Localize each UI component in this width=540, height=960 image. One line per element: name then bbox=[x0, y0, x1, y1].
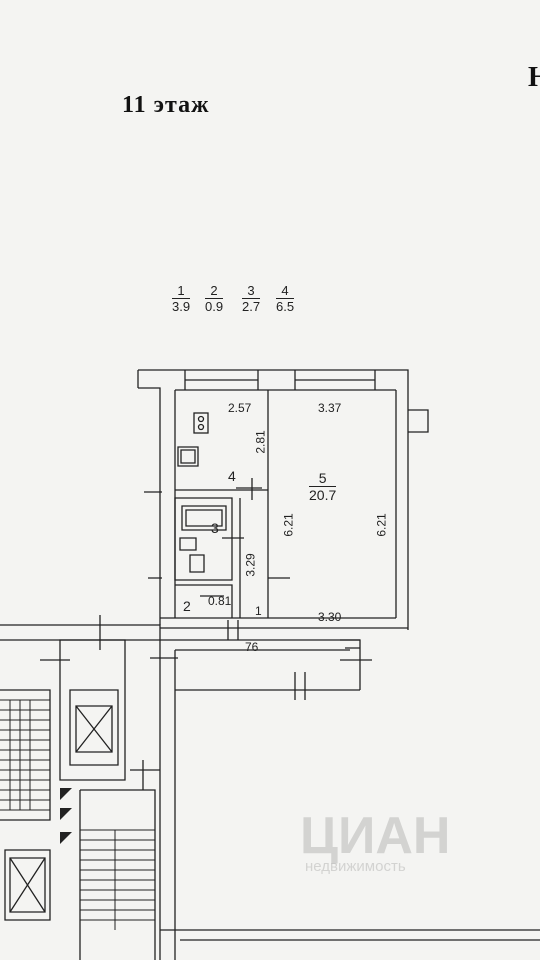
dim-bath-length: 3.29 bbox=[243, 553, 258, 577]
legend-item: 3 2.7 bbox=[242, 283, 261, 314]
washbasin bbox=[179, 537, 197, 551]
legend-item: 2 0.9 bbox=[205, 283, 224, 314]
room-5-label: 5 20.7 bbox=[309, 470, 337, 503]
dim-living-bottom: 3.30 bbox=[318, 610, 342, 624]
dim-living-right-height: 6.21 bbox=[374, 513, 389, 537]
kitchen-walls bbox=[174, 390, 269, 618]
dim-living-top: 3.37 bbox=[318, 401, 342, 415]
dim-corridor: 76 bbox=[245, 640, 259, 654]
stair-treads-left bbox=[0, 699, 50, 811]
stove bbox=[193, 412, 209, 434]
elevator-shaft bbox=[59, 639, 126, 781]
dim-wc-width: 0.81 bbox=[208, 594, 232, 608]
window-top-right bbox=[294, 370, 376, 390]
stair-treads-right bbox=[80, 829, 155, 921]
window-top-left bbox=[184, 370, 259, 390]
sink bbox=[177, 446, 199, 467]
outer-wall-inner bbox=[138, 387, 161, 625]
hall-walls bbox=[159, 639, 360, 960]
right-wall bbox=[395, 390, 429, 618]
landing-walls bbox=[0, 624, 161, 641]
sink-inner bbox=[180, 449, 196, 464]
triangle-mark-1 bbox=[60, 788, 72, 800]
hall-ticks bbox=[99, 615, 372, 700]
lower-right-wall bbox=[160, 929, 540, 941]
dim-kitchen-width: 2.57 bbox=[228, 401, 252, 415]
floor-title: 11 этаж bbox=[122, 92, 210, 118]
watermark-logo: ЦИАН bbox=[300, 807, 451, 865]
bath-tub bbox=[181, 505, 227, 531]
toilet bbox=[189, 554, 205, 573]
elevator-1-x bbox=[75, 705, 113, 753]
bath-tub-inner bbox=[185, 509, 223, 527]
triangle-mark-2 bbox=[60, 808, 72, 820]
watermark-subtitle: недвижимость bbox=[305, 858, 406, 875]
bottom-wall bbox=[160, 617, 408, 629]
dim-kitchen-length: 2.81 bbox=[253, 430, 268, 454]
legend-item: 4 6.5 bbox=[276, 283, 295, 314]
elevator-2-x bbox=[9, 857, 46, 913]
room-3-number: 3 bbox=[211, 520, 219, 536]
triangle-mark-3 bbox=[60, 832, 72, 844]
elevator-1 bbox=[69, 689, 119, 766]
door-ticks bbox=[144, 478, 290, 640]
legend-item: 1 3.9 bbox=[172, 283, 191, 314]
room-4-number: 4 bbox=[228, 468, 236, 484]
bath-box bbox=[174, 497, 233, 581]
room-2-number: 2 bbox=[183, 598, 191, 614]
shaft-ticks bbox=[40, 659, 160, 790]
wc-box bbox=[175, 584, 233, 618]
stairs-right bbox=[79, 789, 156, 960]
hall-door bbox=[340, 639, 361, 690]
stairs-left bbox=[0, 689, 51, 821]
room-1-number: 1 bbox=[255, 604, 262, 618]
outer-wall bbox=[138, 369, 409, 630]
edge-letter: Н bbox=[528, 62, 540, 93]
elevator-2 bbox=[4, 849, 51, 921]
dim-living-left-height: 6.21 bbox=[281, 513, 296, 537]
